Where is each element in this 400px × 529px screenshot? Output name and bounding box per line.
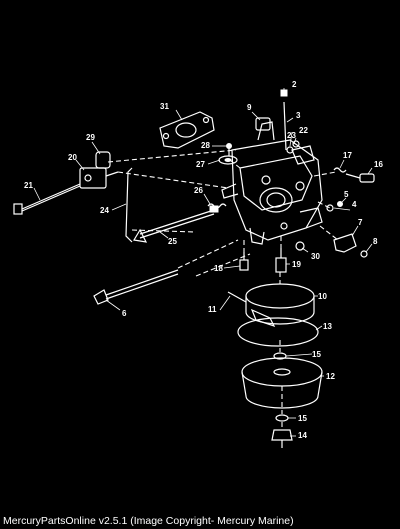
pin-part bbox=[227, 291, 247, 303]
callout-19: 19 bbox=[292, 260, 301, 269]
screw-part bbox=[226, 143, 232, 156]
callout-25: 25 bbox=[168, 237, 177, 246]
callout-16: 16 bbox=[374, 160, 383, 169]
shaft-part bbox=[133, 209, 215, 243]
callout-22: 22 bbox=[299, 126, 308, 135]
callout-13: 13 bbox=[323, 322, 332, 331]
callout-14: 14 bbox=[298, 431, 307, 440]
gasket-part bbox=[159, 111, 215, 149]
callout-27: 27 bbox=[196, 160, 205, 169]
callout-29: 29 bbox=[86, 133, 95, 142]
callout-31: 31 bbox=[160, 102, 169, 111]
leader-lines bbox=[33, 88, 373, 437]
callout-5: 5 bbox=[344, 190, 349, 199]
washer-part bbox=[326, 204, 334, 212]
float-valve-part bbox=[239, 252, 249, 271]
callout-18: 18 bbox=[214, 264, 223, 273]
assembly-lines bbox=[107, 149, 339, 430]
callout-8: 8 bbox=[373, 237, 378, 246]
washer-part bbox=[292, 140, 300, 148]
bracket-part bbox=[333, 233, 368, 258]
callout-28: 28 bbox=[201, 141, 210, 150]
throttle-shaft-part bbox=[93, 269, 179, 305]
callout-11: 11 bbox=[208, 305, 217, 314]
callout-4: 4 bbox=[352, 200, 357, 209]
callout-23: 23 bbox=[287, 131, 296, 140]
bowl-nut-part bbox=[271, 429, 293, 448]
adjust-screw-part bbox=[333, 167, 375, 183]
float-bowl-part bbox=[241, 357, 323, 409]
callout-15: 15 bbox=[312, 350, 321, 359]
callout-17: 17 bbox=[343, 151, 352, 160]
carburetor-exploded-diagram: 2 3 4 5 6 7 8 9 10 11 12 13 14 15 15 16 … bbox=[13, 80, 383, 448]
callout-20: 20 bbox=[68, 153, 77, 162]
callout-3: 3 bbox=[296, 111, 301, 120]
link-rod-part bbox=[125, 167, 133, 243]
spring-part bbox=[207, 203, 227, 213]
bowl-gasket-part bbox=[237, 317, 319, 347]
callout-9: 9 bbox=[247, 103, 252, 112]
callout-labels: 2 3 4 5 6 7 8 9 10 11 12 13 14 15 15 16 … bbox=[24, 80, 383, 440]
callout-21: 21 bbox=[24, 181, 33, 190]
callout-7: 7 bbox=[358, 218, 363, 227]
main-jet-part bbox=[275, 248, 287, 273]
washer-part bbox=[337, 201, 343, 207]
plug-part bbox=[295, 241, 305, 251]
callout-6: 6 bbox=[122, 309, 127, 318]
carburetor-body-part bbox=[221, 121, 323, 245]
disk-part bbox=[218, 155, 238, 165]
callout-30: 30 bbox=[311, 252, 320, 261]
callout-10: 10 bbox=[318, 292, 327, 301]
image-caption: MercuryPartsOnline v2.5.1 (Image Copyrig… bbox=[3, 515, 294, 527]
washer-part bbox=[275, 414, 289, 422]
callout-26: 26 bbox=[194, 186, 203, 195]
callout-15: 15 bbox=[298, 414, 307, 423]
washer-part bbox=[286, 146, 294, 154]
callout-24: 24 bbox=[100, 206, 109, 215]
bolt-part bbox=[13, 183, 81, 215]
callout-12: 12 bbox=[326, 372, 335, 381]
cap-part bbox=[255, 117, 271, 131]
fitting-part bbox=[79, 151, 119, 189]
callout-2: 2 bbox=[292, 80, 297, 89]
